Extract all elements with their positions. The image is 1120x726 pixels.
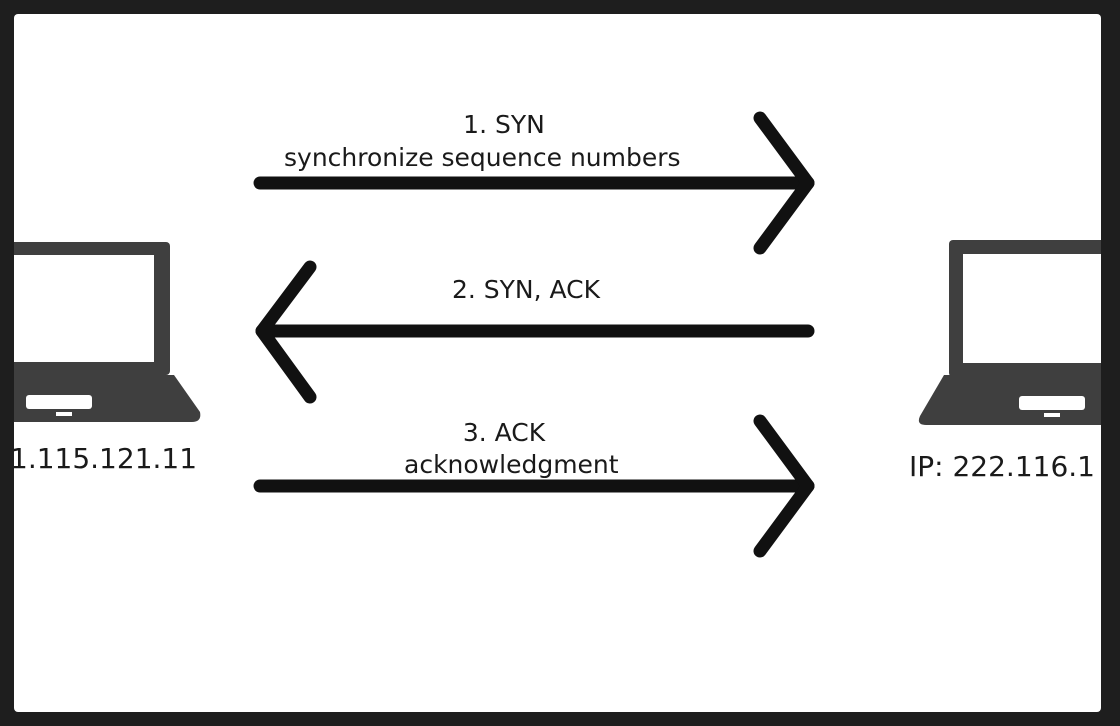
client-ip-label: 1.115.121.11 xyxy=(14,442,198,475)
ack-arrow xyxy=(253,414,815,558)
step-1-description: synchronize sequence numbers xyxy=(284,143,681,172)
server-ip-label: IP: 222.116.1 xyxy=(909,450,1095,483)
diagram-canvas: 1. SYN synchronize sequence numbers 2. S… xyxy=(14,14,1101,712)
client-laptop-icon xyxy=(14,242,201,422)
step-2-label: 2. SYN, ACK xyxy=(451,275,601,304)
server-laptop-icon xyxy=(918,240,1101,425)
step-1-label: 1. SYN xyxy=(463,110,545,139)
syn-ack-arrow xyxy=(255,260,815,404)
handshake-diagram xyxy=(14,111,1101,558)
step-3-description: acknowledgment xyxy=(404,450,619,479)
syn-arrow xyxy=(253,111,815,255)
step-3-label: 3. ACK xyxy=(462,418,546,447)
